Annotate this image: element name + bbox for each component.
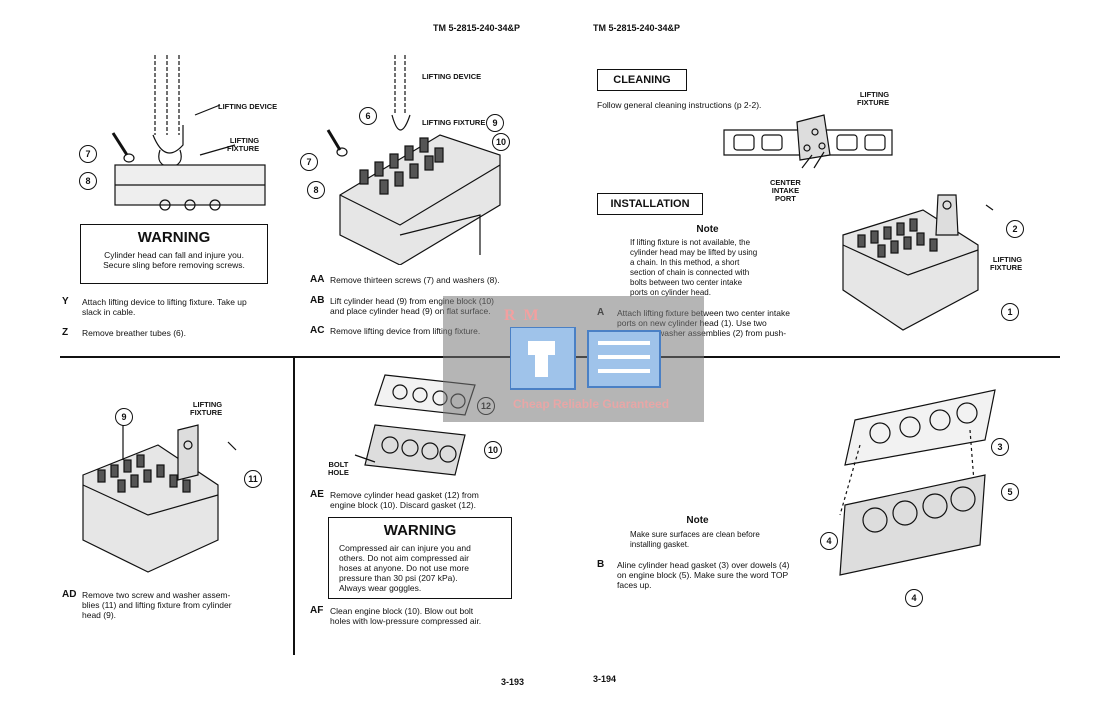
label-bolt-hole: BOLT HOLE — [328, 460, 349, 477]
watermark-logo — [510, 327, 661, 390]
step-z: Z Remove breather tubes (6). — [62, 328, 287, 340]
step-b: B Aline cylinder head gasket (3) over do… — [597, 560, 817, 592]
page-header-left: TM 5-2815-240-34&P — [433, 23, 521, 33]
page-number-right: 3-194 — [593, 674, 617, 684]
callout-8: 8 — [307, 181, 325, 199]
callout-11: 11 — [244, 470, 262, 488]
label-lifting-fixture-3: LIFTING FIXTURE — [857, 90, 890, 107]
warning-title: WARNING — [383, 522, 457, 539]
intake-port-fixture-illustration — [723, 114, 893, 169]
watermark-slogan: Cheap Reliable Guaranteed — [513, 397, 670, 411]
step-label: AA — [310, 274, 325, 285]
note-title-1: Note — [696, 224, 719, 235]
callout-7: 7 — [79, 145, 97, 163]
step-text: Remove lifting device from lifting fixtu… — [330, 326, 481, 336]
page-number-left: 3-193 — [501, 677, 525, 687]
new-cylinder-head-illustration — [842, 194, 994, 331]
watermark-brand: R M — [504, 307, 541, 324]
warning-title: WARNING — [137, 229, 211, 246]
step-label: B — [597, 559, 605, 570]
cylinder-head-removal-illustration — [326, 55, 501, 265]
step-label: AC — [310, 325, 325, 336]
gasket-installation-illustration — [839, 389, 996, 576]
cylinder-head-with-fixture-illustration — [82, 420, 237, 573]
callout-3: 3 — [991, 438, 1009, 456]
step-label: Y — [62, 296, 69, 307]
step-af: AF Clean engine block (10). Blow out bol… — [310, 606, 520, 628]
step-label: AD — [62, 589, 77, 600]
warning-body: Cylinder head can fall and injure you. S… — [103, 250, 245, 270]
step-ad: AD Remove two screw and washer assem- bl… — [62, 590, 287, 622]
label-lifting-device-2: LIFTING DEVICE — [422, 72, 482, 81]
label-lifting-fixture-1: LIFTING FIXTURE — [227, 136, 260, 153]
label-lifting-fixture-4: LIFTING FIXTURE — [990, 255, 1023, 272]
callout-5: 5 — [1001, 483, 1019, 501]
warning-box-cylinder-head: WARNING Cylinder head can fall and injur… — [80, 224, 268, 284]
step-text: Remove breather tubes (6). — [82, 328, 186, 338]
step-text: Aline cylinder head gasket (3) over dowe… — [617, 560, 790, 590]
step-text: Attach lifting device to lifting fixture… — [82, 297, 247, 317]
step-label: AE — [310, 489, 324, 500]
cleaning-heading: CLEANING — [597, 69, 687, 91]
step-text: Remove thirteen screws (7) and washers (… — [330, 275, 500, 285]
step-label: AB — [310, 295, 325, 306]
page-header-right: TM 5-2815-240-34&P — [593, 23, 681, 33]
cleaning-text: Follow general cleaning instructions (p … — [597, 100, 762, 110]
warning-body: Compressed air can injure you and others… — [339, 543, 471, 593]
callout-10: 10 — [492, 133, 510, 151]
vertical-divider — [293, 357, 295, 655]
callout-9: 9 — [115, 408, 133, 426]
callout-10: 10 — [484, 441, 502, 459]
step-label: AF — [310, 605, 324, 616]
note-body-1: If lifting fixture is not available, the… — [630, 238, 758, 297]
label-lifting-fixture-2: LIFTING FIXTURE — [422, 118, 486, 127]
callout-8: 8 — [79, 172, 97, 190]
lifting-device-illustration — [111, 55, 266, 211]
callout-1: 1 — [1001, 303, 1019, 321]
label-center-intake-port: CENTER INTAKE PORT — [770, 178, 801, 203]
step-text: Clean engine block (10). Blow out bolt h… — [330, 606, 482, 626]
installation-heading: INSTALLATION — [597, 193, 703, 215]
label-lifting-device-1: LIFTING DEVICE — [218, 102, 278, 111]
callout-7: 7 — [300, 153, 318, 171]
callout-9: 9 — [486, 114, 504, 132]
step-label: Z — [62, 327, 69, 338]
label-lifting-fixture-5: LIFTING FIXTURE — [190, 400, 223, 417]
step-ac: AC Remove lifting device from lifting fi… — [310, 326, 535, 338]
warning-box-compressed-air: WARNING Compressed air can injure you an… — [328, 517, 512, 599]
callout-2: 2 — [1006, 220, 1024, 238]
callout-6: 6 — [359, 107, 377, 125]
step-ae: AE Remove cylinder head gasket (12) from… — [310, 490, 520, 512]
step-text: Remove two screw and washer assem- blies… — [82, 590, 232, 620]
note-title-2: Note — [686, 515, 709, 526]
step-aa: AA Remove thirteen screws (7) and washer… — [310, 275, 535, 287]
step-text: Remove cylinder head gasket (12) from en… — [330, 490, 479, 510]
callout-4-bottom: 4 — [905, 589, 923, 607]
note-body-2: Make sure surfaces are clean before inst… — [630, 530, 760, 549]
step-y: Y Attach lifting device to lifting fixtu… — [62, 297, 287, 319]
callout-4-top: 4 — [820, 532, 838, 550]
